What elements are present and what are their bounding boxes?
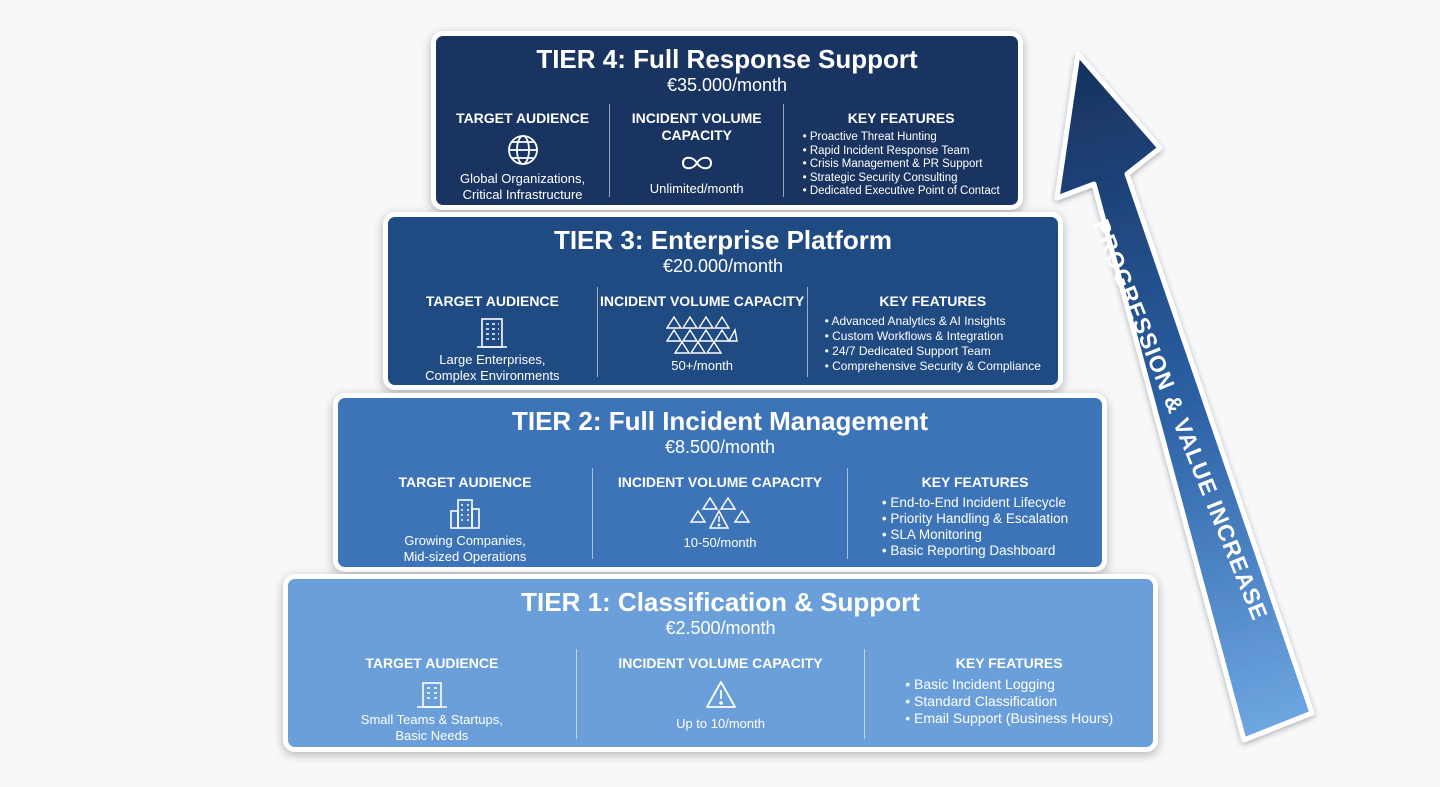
tier-title: TIER 1: Classification & Support bbox=[521, 587, 920, 617]
feature-item: Rapid Incident Response Team bbox=[803, 145, 1000, 159]
audience-column: TARGET AUDIENCE Global Organizations, Cr… bbox=[436, 104, 609, 202]
audience-column: TARGET AUDIENCE Small Teams & Startups, … bbox=[288, 649, 576, 743]
feature-item: Email Support (Business Hours) bbox=[905, 710, 1113, 727]
volume-text: 10-50/month bbox=[683, 535, 757, 550]
tier-title: TIER 2: Full Incident Management bbox=[511, 406, 929, 436]
features-heading: KEY FEATURES bbox=[921, 474, 1029, 490]
tier-price: €35.000/month bbox=[666, 75, 788, 95]
feature-item: SLA Monitoring bbox=[882, 527, 1068, 543]
feature-item: Basic Incident Logging bbox=[905, 676, 1113, 693]
features-heading: KEY FEATURES bbox=[955, 655, 1063, 671]
volume-column: INCIDENT VOLUME CAPACITY 50+/month bbox=[596, 287, 807, 377]
volume-heading: INCIDENT VOLUME CAPACITY bbox=[631, 110, 762, 143]
volume-heading: INCIDENT VOLUME CAPACITY bbox=[618, 655, 823, 671]
audience-heading: TARGET AUDIENCE bbox=[398, 474, 532, 490]
tier-1-card: TIER 1: Classification & Support €2.500/… bbox=[283, 574, 1158, 752]
features-list: Basic Incident Logging Standard Classifi… bbox=[905, 676, 1113, 727]
arrow-label: PROGRESSION & VALUE INCREASE bbox=[1087, 215, 1274, 625]
features-list: End-to-End Incident Lifecycle Priority H… bbox=[882, 495, 1068, 559]
audience-column: TARGET AUDIENCE Large Enterprises, Compl… bbox=[388, 287, 597, 383]
volume-column: INCIDENT VOLUME CAPACITY Unlimited/month bbox=[609, 104, 783, 197]
audience-heading: TARGET AUDIENCE bbox=[365, 655, 499, 671]
feature-item: Crisis Management & PR Support bbox=[803, 158, 1000, 172]
audience-column: TARGET AUDIENCE Growing Companies, Mid-s… bbox=[338, 468, 592, 564]
tier-price: €8.500/month bbox=[664, 437, 776, 457]
audience-text: Growing Companies, Mid-sized Operations bbox=[403, 533, 527, 564]
feature-item: Proactive Threat Hunting bbox=[803, 131, 1000, 145]
audience-text: Large Enterprises, Complex Environments bbox=[425, 352, 560, 383]
volume-text: Unlimited/month bbox=[649, 181, 744, 196]
feature-item: 24/7 Dedicated Support Team bbox=[825, 344, 1041, 359]
building-medium-icon bbox=[447, 497, 483, 529]
warning-icon bbox=[705, 678, 737, 712]
features-column: KEY FEATURES Advanced Analytics & AI Ins… bbox=[806, 287, 1059, 377]
audience-heading: TARGET AUDIENCE bbox=[425, 293, 559, 309]
audience-heading: TARGET AUDIENCE bbox=[456, 110, 590, 126]
features-list: Proactive Threat Hunting Rapid Incident … bbox=[803, 131, 1000, 199]
volume-text: Up to 10/month bbox=[676, 716, 765, 731]
audience-text: Global Organizations, Critical Infrastru… bbox=[460, 171, 586, 202]
feature-item: Dedicated Executive Point of Contact bbox=[803, 185, 1000, 199]
feature-item: Advanced Analytics & AI Insights bbox=[825, 314, 1041, 329]
volume-column: INCIDENT VOLUME CAPACITY Up to 10/month bbox=[575, 649, 865, 739]
globe-icon bbox=[505, 133, 541, 167]
building-small-icon bbox=[414, 678, 450, 708]
volume-heading: INCIDENT VOLUME CAPACITY bbox=[617, 474, 823, 490]
features-list: Advanced Analytics & AI Insights Custom … bbox=[825, 314, 1041, 374]
infinity-icon bbox=[678, 148, 716, 177]
tier-title: TIER 3: Enterprise Platform bbox=[553, 225, 893, 255]
features-heading: KEY FEATURES bbox=[879, 293, 987, 309]
building-large-icon bbox=[474, 316, 510, 348]
tier-2-card: TIER 2: Full Incident Management €8.500/… bbox=[333, 393, 1107, 572]
volume-text: 50+/month bbox=[671, 358, 734, 373]
feature-item: Strategic Security Consulting bbox=[803, 172, 1000, 186]
tier-4-card: TIER 4: Full Response Support €35.000/mo… bbox=[431, 31, 1023, 210]
feature-item: Basic Reporting Dashboard bbox=[882, 543, 1068, 559]
tier-title: TIER 4: Full Response Support bbox=[536, 44, 918, 74]
feature-item: Comprehensive Security & Compliance bbox=[825, 359, 1041, 374]
features-column: KEY FEATURES End-to-End Incident Lifecyc… bbox=[847, 468, 1102, 559]
features-column: KEY FEATURES Proactive Threat Hunting Ra… bbox=[783, 104, 1018, 197]
volume-heading: INCIDENT VOLUME CAPACITY bbox=[599, 293, 805, 309]
features-heading: KEY FEATURES bbox=[847, 110, 955, 126]
features-column: KEY FEATURES Basic Incident Logging Stan… bbox=[864, 649, 1153, 739]
tier-price: €2.500/month bbox=[665, 618, 776, 638]
tier-price: €20.000/month bbox=[662, 256, 784, 276]
feature-item: Priority Handling & Escalation bbox=[882, 511, 1068, 527]
audience-text: Small Teams & Startups, Basic Needs bbox=[360, 712, 503, 743]
tier-3-card: TIER 3: Enterprise Platform €20.000/mont… bbox=[383, 212, 1063, 390]
feature-item: Custom Workflows & Integration bbox=[825, 329, 1041, 344]
warning-many-icon bbox=[666, 316, 738, 354]
volume-column: INCIDENT VOLUME CAPACITY 10-50/month bbox=[592, 468, 847, 559]
feature-item: End-to-End Incident Lifecycle bbox=[882, 495, 1068, 511]
feature-item: Standard Classification bbox=[905, 693, 1113, 710]
warning-several-icon bbox=[688, 497, 752, 531]
